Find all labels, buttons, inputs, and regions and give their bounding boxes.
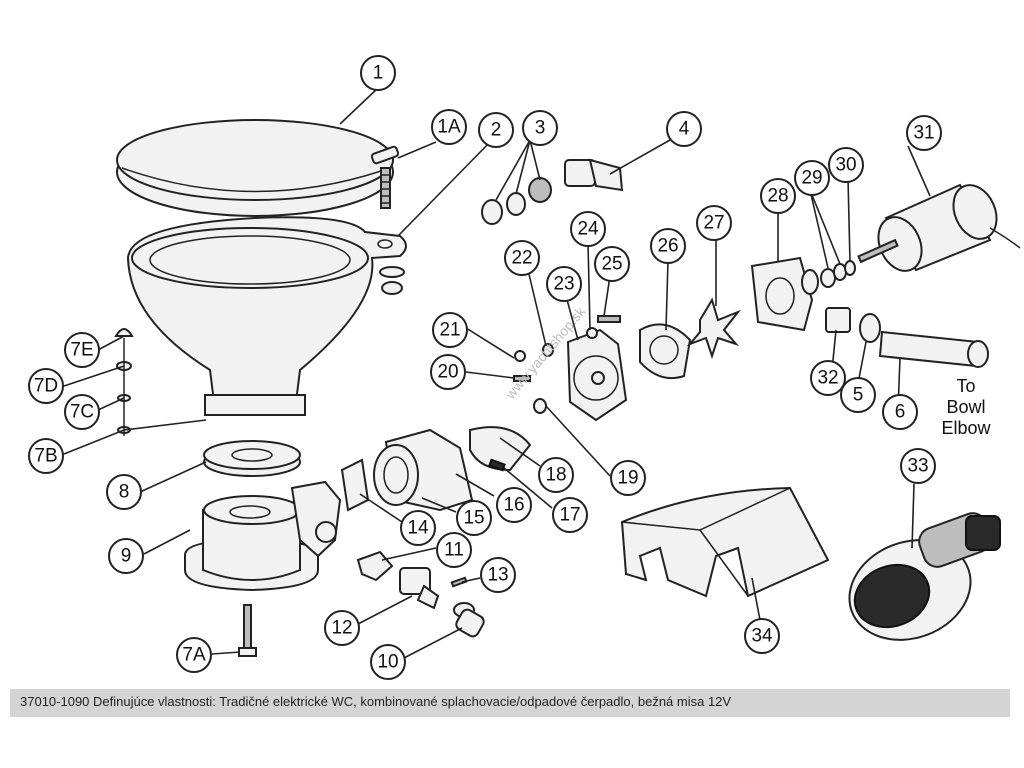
callout-32: 32	[817, 368, 838, 389]
cover-18	[469, 426, 532, 472]
callout-16: 16	[503, 495, 524, 516]
small-screws	[513, 350, 531, 382]
callout-11: 11	[444, 540, 464, 561]
leader-lines	[63, 87, 931, 659]
callout-13: 13	[487, 565, 508, 586]
callout-1A: 1A	[437, 117, 461, 138]
callout-25: 25	[601, 254, 622, 275]
exploded-parts-diagram: To Bowl Elbow	[28, 55, 1021, 680]
callout-29: 29	[801, 168, 822, 189]
motor-washers	[820, 260, 856, 288]
callout-9: 9	[121, 546, 132, 567]
callout-30: 30	[835, 155, 856, 176]
callout-7A: 7A	[182, 645, 206, 666]
callout-19: 19	[617, 468, 638, 489]
callout-1: 1	[373, 63, 384, 84]
pump-body	[373, 428, 474, 512]
gasket	[639, 323, 692, 380]
motor	[857, 183, 1021, 272]
hinge-pin	[370, 145, 400, 209]
callout-7D: 7D	[34, 376, 58, 397]
small-orings	[533, 315, 621, 414]
callout-28: 28	[767, 186, 788, 207]
caption-text: 37010-1090 Definujúce vlastnosti: Tradič…	[20, 694, 732, 709]
callout-33: 33	[907, 456, 928, 477]
callout-18: 18	[545, 465, 566, 486]
toilet-seat-lid	[116, 119, 394, 217]
macerator-disc	[340, 458, 370, 512]
mounting-bolt	[238, 604, 257, 657]
coupling-32	[825, 307, 851, 333]
callout-15: 15	[463, 508, 484, 529]
callout-7E: 7E	[70, 340, 93, 361]
callout-5: 5	[853, 385, 864, 406]
discharge-elbow	[564, 158, 624, 192]
callout-7C: 7C	[70, 402, 94, 423]
hose-clamp	[859, 313, 881, 343]
pump-cover	[620, 486, 830, 598]
callout-6: 6	[895, 402, 906, 423]
seal-rings	[481, 177, 552, 225]
hardware-stack	[114, 328, 134, 436]
callout-17: 17	[559, 505, 580, 526]
bowl-washer-nut	[379, 266, 405, 295]
outlet-elbow-11	[356, 550, 394, 582]
screw-17	[488, 458, 506, 472]
caption-bar: 37010-1090 Definujúce vlastnosti: Tradič…	[10, 689, 1010, 717]
impeller	[686, 297, 742, 360]
callout-24: 24	[577, 219, 599, 240]
callouts: 1 1A 2 3 4 31 30 29 28 27 26 25 24 23 22…	[28, 55, 942, 680]
pump-base	[184, 480, 342, 592]
to-bowl-elbow-note: To Bowl Elbow	[941, 376, 991, 438]
callout-2: 2	[491, 120, 502, 141]
callout-12: 12	[331, 618, 352, 639]
note-line-1: To	[956, 376, 975, 396]
outlet-flange-12	[399, 567, 440, 610]
pump-cover-plate	[566, 328, 628, 422]
note-line-2: Bowl	[946, 397, 985, 417]
callout-23: 23	[553, 274, 574, 295]
pump-housing	[750, 256, 819, 332]
callout-3: 3	[535, 118, 546, 139]
callout-8: 8	[119, 482, 130, 503]
callout-10: 10	[377, 652, 398, 673]
callout-14: 14	[407, 518, 429, 539]
mounting-ring	[203, 440, 301, 477]
callout-20: 20	[437, 362, 458, 383]
switch-assembly	[848, 512, 1001, 641]
hose	[878, 330, 989, 368]
plug-10	[453, 602, 485, 638]
toilet-bowl	[126, 216, 407, 416]
screw-13	[450, 576, 468, 588]
callout-7B: 7B	[34, 446, 57, 467]
note-line-3: Elbow	[941, 418, 991, 438]
callout-31: 31	[913, 123, 934, 144]
callout-4: 4	[679, 119, 690, 140]
callout-27: 27	[703, 213, 724, 234]
callout-26: 26	[657, 236, 678, 257]
callout-21: 21	[439, 320, 460, 341]
callout-34: 34	[751, 626, 773, 647]
callout-22: 22	[511, 248, 532, 269]
